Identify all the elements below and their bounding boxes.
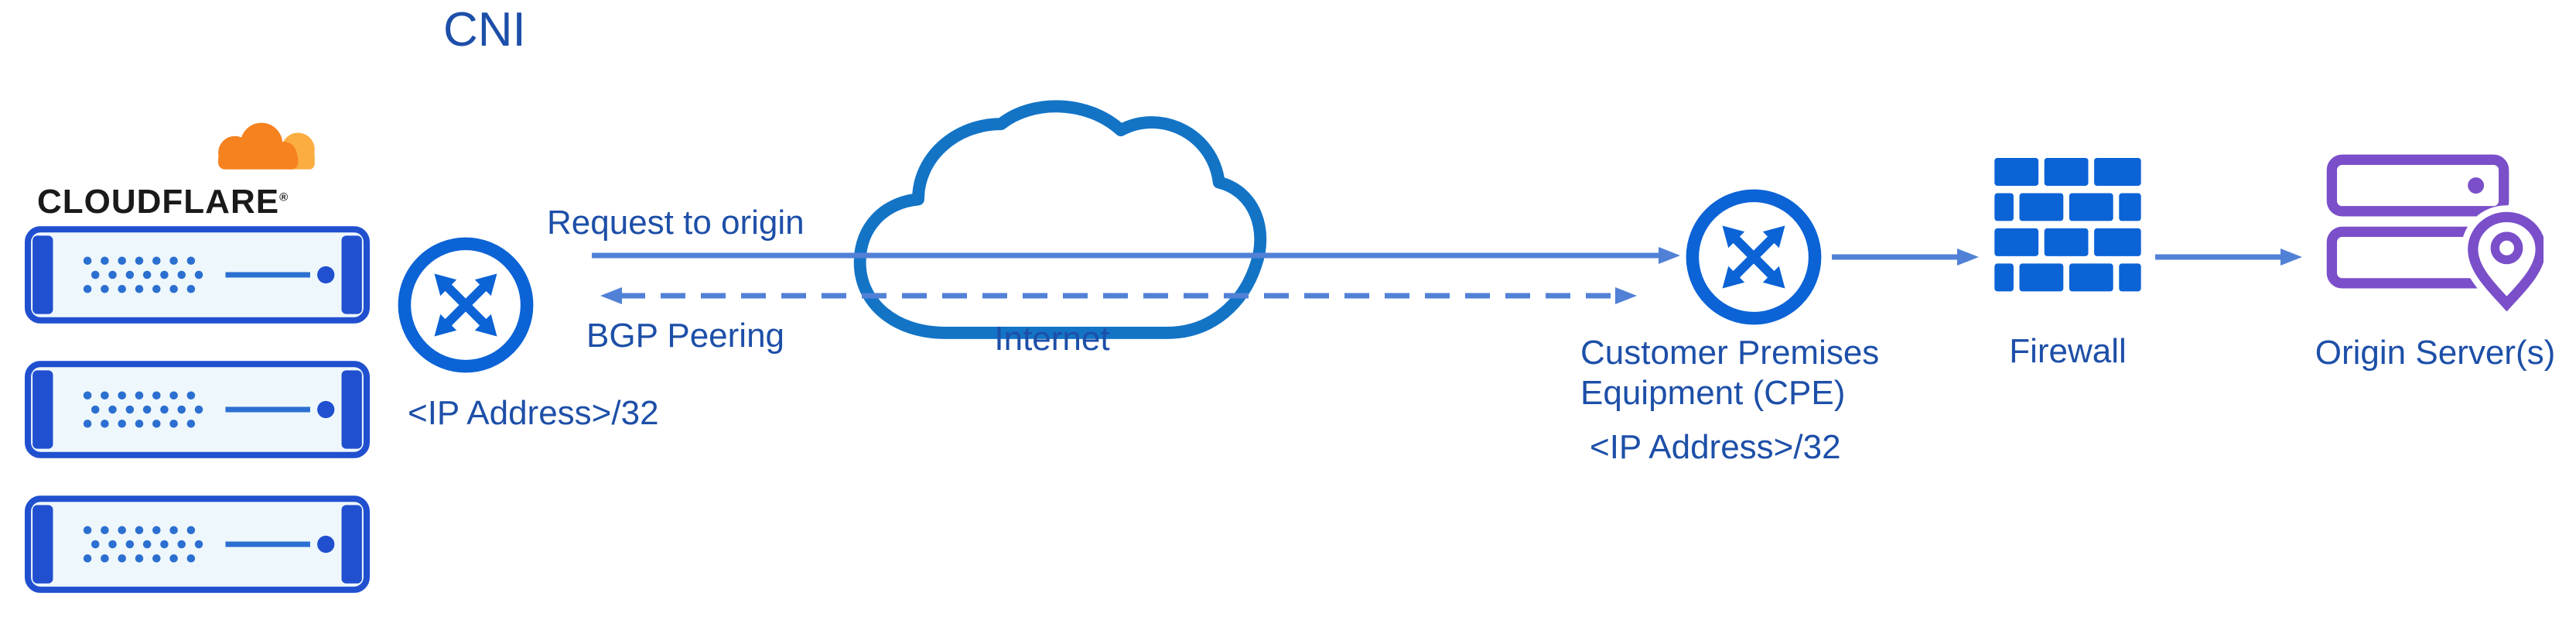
cpe-ip-label: <IP Address>/32 (1590, 428, 1841, 466)
location-pin-icon (2461, 205, 2544, 311)
cpe-label: Customer Premises Equipment (CPE) (1580, 333, 1879, 413)
firewall-to-origin-arrow (2155, 249, 2302, 266)
left-router-ip-label: <IP Address>/32 (408, 394, 659, 432)
internet-label: Internet (994, 320, 1110, 358)
edge-server-icon (25, 361, 370, 458)
cloudflare-wordmark: CLOUDFLARE® (37, 183, 289, 221)
cloudflare-wordmark-text: CLOUDFLARE (37, 183, 280, 221)
origin-label: Origin Server(s) (2315, 334, 2556, 372)
cloudflare-cloud-icon (218, 122, 315, 170)
registered-mark: ® (279, 190, 289, 204)
edge-server-icon (25, 226, 370, 324)
cpe-label-line1: Customer Premises (1580, 334, 1880, 372)
bgp-peering-label: BGP Peering (586, 317, 785, 355)
request-to-origin-label: Request to origin (547, 204, 805, 242)
router-icon (1683, 186, 1825, 328)
edge-server-icon (25, 495, 370, 593)
router-icon (395, 234, 537, 376)
diagram-title: CNI (443, 3, 526, 57)
cpe-to-firewall-arrow (1832, 249, 1979, 266)
firewall-icon (1994, 158, 2141, 292)
firewall-label: Firewall (2009, 332, 2127, 370)
origin-servers-icon (2326, 154, 2544, 311)
cpe-label-line2: Equipment (CPE) (1580, 374, 1846, 412)
